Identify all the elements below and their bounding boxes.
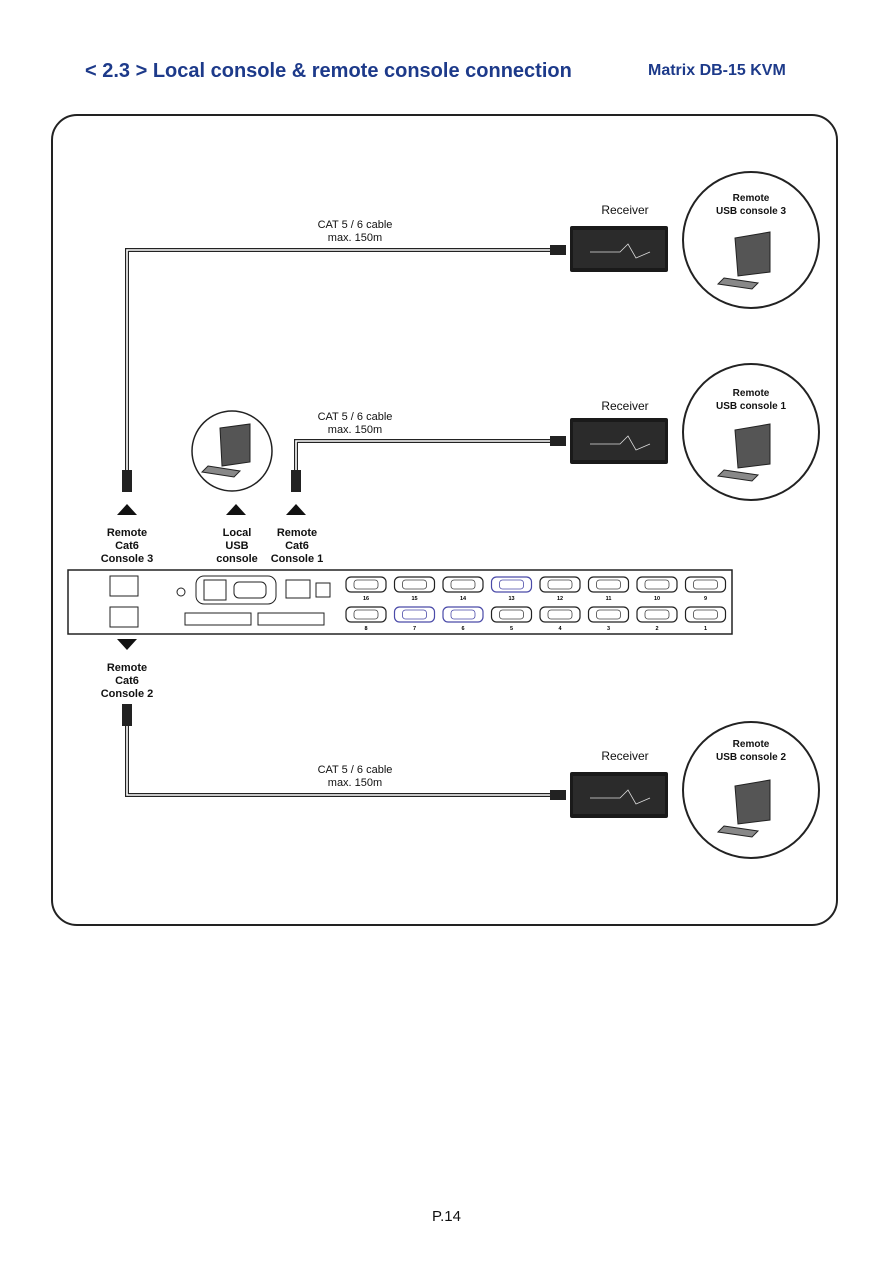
product-name: Matrix DB-15 KVM [648,62,786,79]
port-label-console1: Remote Cat6 Console 1 [270,527,324,565]
vga-port-8 [345,606,387,623]
power-jack-icon [315,582,331,598]
rj45-plug-icon [122,245,566,800]
cable-label-3: CAT 5 / 6 cable max. 150m [317,219,393,244]
vga-port-pins [596,609,621,620]
vga-port-pins [644,609,670,620]
vga-port-pins [547,609,573,620]
receiver-label-1: Receiver [601,399,649,413]
vga-port-label: 16 [363,596,369,602]
vga-port-1 [684,606,727,623]
vga-port-pins [353,579,379,590]
vga-port-7 [393,606,436,623]
remote-console-2-label: Remote USB console 2 [715,739,787,763]
vga-port-array: 16 15 14 13 12 11 10 9 8 7 6 5 4 3 2 1 [345,576,727,632]
vga-port-9 [684,576,727,593]
vga-port-label: 15 [411,596,417,602]
vga-port-pins [402,579,427,590]
receiver-3 [570,226,668,272]
vga-port-label: 6 [461,626,464,632]
vga-port-10 [636,576,678,593]
cable-console3 [125,248,556,478]
vga-port-pins [547,579,573,590]
vga-port-pins [402,609,427,620]
rj45-port-icon [109,575,311,628]
vga-port-label: 11 [606,596,612,602]
vga-port-15 [393,576,436,593]
vga-port-pins [693,609,718,620]
vga-port-pins [450,609,476,620]
vga-port-pins [693,579,718,590]
vga-port-label: 9 [704,596,707,602]
vga-port-label: 1 [704,626,707,632]
port-label-console3: Remote Cat6 Console 3 [100,527,154,565]
vga-port-16 [345,576,387,593]
vga-port-label: 8 [364,626,367,632]
arrow-up-icon [117,504,306,515]
vga-port-label: 4 [558,626,562,632]
arrow-down-icon [117,639,137,650]
vga-port-3 [587,606,630,623]
vga-port-4 [539,606,581,623]
vga-port-label: 5 [510,626,513,632]
cable-label-1: CAT 5 / 6 cable max. 150m [317,411,393,436]
diagram-frame [51,114,838,926]
vga-port-label: 12 [557,596,563,602]
vga-port-pins [644,579,670,590]
receiver-1 [570,418,668,464]
vga-port-6 [442,606,484,623]
vga-port-pins [499,579,524,590]
vga-port-label: 7 [413,626,416,632]
vga-port-pins [450,579,476,590]
led-icon [176,587,186,597]
expansion-connector-2 [257,612,325,626]
vga-port-pins [596,579,621,590]
vga-port-pins [353,609,379,620]
cable-console1 [294,439,556,478]
section-title: < 2.3 > Local console & remote console c… [85,60,572,82]
vga-local-port-icon [233,581,267,599]
vga-port-label: 13 [508,596,514,602]
receiver-2 [570,772,668,818]
remote-console-1-label: Remote USB console 1 [715,388,787,412]
vga-port-11 [587,576,630,593]
vga-port-13 [490,576,533,593]
local-usb-vga-group [195,575,277,605]
vga-port-label: 2 [655,626,658,632]
vga-port-label: 14 [460,596,467,602]
vga-port-12 [539,576,581,593]
vga-port-5 [490,606,533,623]
port-label-local: Local USB console [216,527,258,565]
vga-port-2 [636,606,678,623]
cable-label-2: CAT 5 / 6 cable max. 150m [317,764,393,789]
vga-port-label: 10 [654,596,660,602]
page-number: P.14 [432,1208,461,1225]
vga-port-pins [499,609,524,620]
usb-port-icon [203,579,227,601]
cable-console2 [125,714,556,797]
receiver-label-3: Receiver [601,203,649,217]
monitor-icon [200,231,771,838]
vga-port-14 [442,576,484,593]
port-label-console2: Remote Cat6 Console 2 [100,662,154,700]
receiver-label-2: Receiver [601,749,649,763]
expansion-connector-1 [184,612,252,626]
remote-console-3-label: Remote USB console 3 [715,193,787,217]
vga-port-label: 3 [607,626,610,632]
